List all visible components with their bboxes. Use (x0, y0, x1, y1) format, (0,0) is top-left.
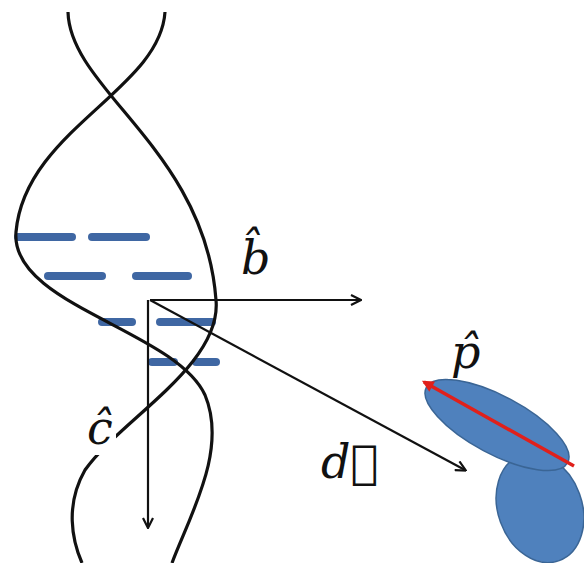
base-pair-dash (196, 358, 216, 366)
unit-vector-label: ĉ (84, 402, 116, 455)
dna-strand (68, 12, 216, 563)
vector-label: d⃗ (318, 436, 381, 489)
molecule (413, 362, 584, 563)
vector-arrow (150, 299, 360, 301)
base-pair-dash (136, 272, 188, 280)
base-pair-dash (92, 233, 146, 241)
molecule-lobe (413, 362, 582, 488)
unit-vector-label: p̂ (448, 326, 483, 379)
dipole-arrow (424, 382, 574, 466)
dna-strands (16, 12, 216, 563)
unit-vector-label: b̂ (238, 232, 273, 285)
vector-arrow (147, 300, 149, 527)
vector-arrow (150, 300, 465, 470)
base-pair-dash (18, 233, 72, 241)
base-pair-dash (48, 272, 102, 280)
vectors (148, 300, 465, 527)
dna-strand (16, 12, 212, 563)
